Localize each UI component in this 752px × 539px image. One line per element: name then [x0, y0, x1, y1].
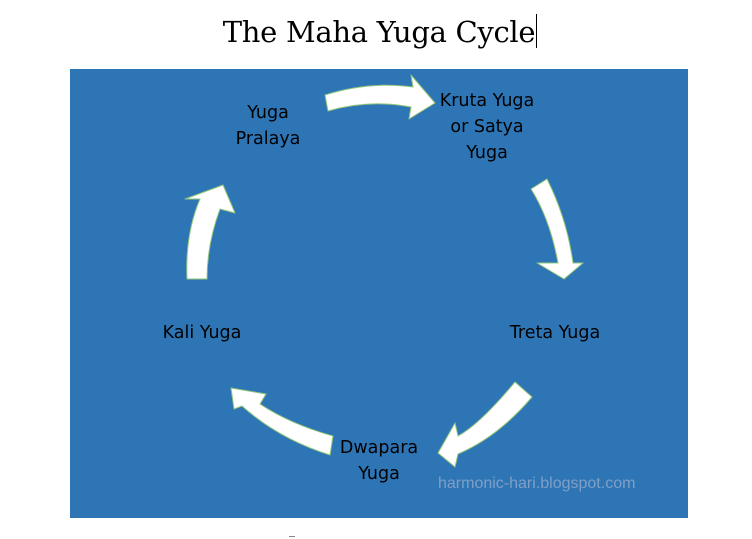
node-text-line: Kali Yuga — [162, 323, 242, 343]
node-text-line: Yuga — [466, 143, 508, 163]
node-text-line: Dwapara — [339, 438, 419, 458]
node-text-line: Yuga — [358, 464, 400, 484]
node-text-line: Yuga — [247, 103, 289, 123]
node-kruta-yuga: Kruta Yuga or Satya Yuga — [432, 88, 542, 166]
node-treta-yuga: Treta Yuga — [500, 320, 610, 346]
arrow-kali-to-pralaya — [184, 184, 236, 280]
node-text-line: Treta Yuga — [509, 323, 601, 343]
stray-mark — [289, 536, 295, 537]
node-dwapara-yuga: Dwapara Yuga — [329, 435, 429, 487]
watermark: harmonic-hari.blogspot.com — [438, 475, 636, 492]
arrow-treta-to-dwapara — [437, 381, 533, 468]
arrow-kruta-to-treta — [530, 178, 584, 280]
node-text-line: or Satya — [450, 117, 524, 137]
node-yuga-pralaya: Yuga Pralaya — [223, 100, 313, 152]
node-kali-yuga: Kali Yuga — [152, 320, 252, 346]
page-title: The Maha Yuga Cycle — [0, 14, 752, 49]
node-text-line: Pralaya — [235, 129, 301, 149]
node-text-line: Kruta Yuga — [439, 91, 535, 111]
diagram-panel: Yuga Pralaya Kruta Yuga or Satya Yuga Tr… — [70, 69, 688, 518]
arrow-dwapara-to-kali — [230, 387, 334, 456]
arrow-pralaya-to-kruta — [324, 74, 436, 120]
cycle-arrows — [184, 74, 584, 468]
text-cursor — [536, 14, 538, 48]
title-text: The Maha Yuga Cycle — [222, 15, 536, 49]
